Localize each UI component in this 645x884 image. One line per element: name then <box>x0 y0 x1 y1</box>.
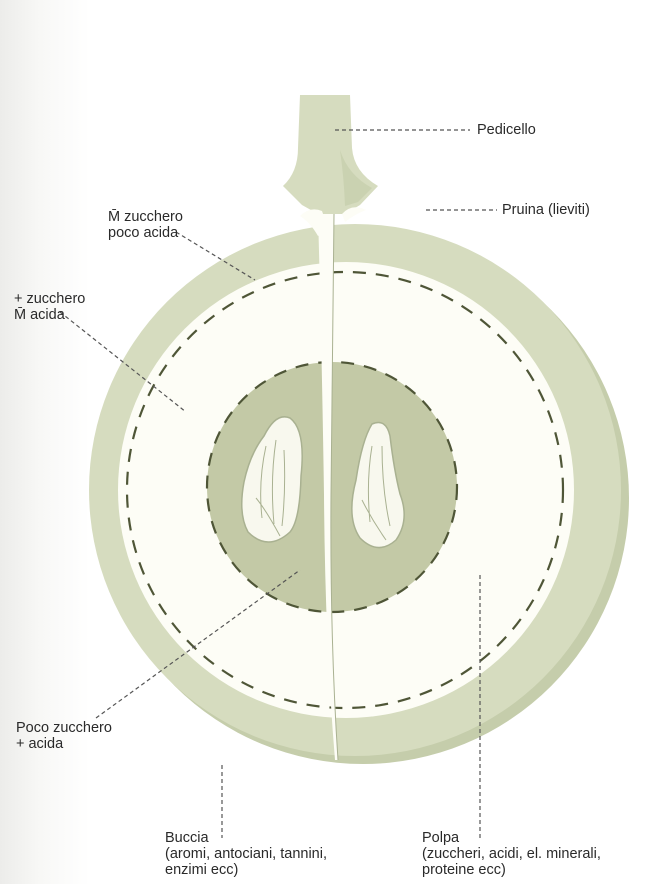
label-poco-zucchero-line2: + acida <box>16 736 112 752</box>
label-pruina-text: Pruina (lieviti) <box>502 202 590 218</box>
label-polpa-line1: Polpa <box>422 830 601 846</box>
label-buccia-line3: enzimi ecc) <box>165 862 327 878</box>
label-m-zucchero-line2: poco acida <box>108 225 183 241</box>
label-buccia: Buccia (aromi, antociani, tannini, enzim… <box>165 830 327 878</box>
label-polpa: Polpa (zuccheri, acidi, el. minerali, pr… <box>422 830 601 878</box>
label-pruina: Pruina (lieviti) <box>502 202 590 218</box>
label-buccia-line2: (aromi, antociani, tannini, <box>165 846 327 862</box>
label-piu-zucchero: + zucchero M̄ acida <box>14 291 85 323</box>
label-polpa-line3: proteine ecc) <box>422 862 601 878</box>
label-poco-zucchero-line1: Poco zucchero <box>16 720 112 736</box>
label-piu-zucchero-line2: M̄ acida <box>14 307 85 323</box>
label-m-zucchero-line1: M̄ zucchero <box>108 209 183 225</box>
label-piu-zucchero-line1: + zucchero <box>14 291 85 307</box>
label-polpa-line2: (zuccheri, acidi, el. minerali, <box>422 846 601 862</box>
label-poco-zucchero: Poco zucchero + acida <box>16 720 112 752</box>
label-buccia-line1: Buccia <box>165 830 327 846</box>
label-pedicello: Pedicello <box>477 122 536 138</box>
label-m-zucchero: M̄ zucchero poco acida <box>108 209 183 241</box>
label-pedicello-text: Pedicello <box>477 122 536 138</box>
